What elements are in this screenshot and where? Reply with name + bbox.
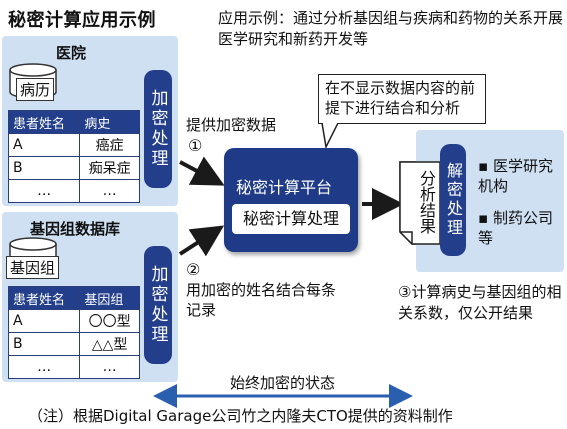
step3-label: ③计算病史与基因组的相关系数，仅公开结果 <box>398 283 562 322</box>
analysis-result-label: 分析结果 <box>417 170 436 234</box>
encrypted-state-label: 始终加密的状态 <box>230 374 336 392</box>
table-cell: … <box>7 355 81 379</box>
genome-label: 基因组 <box>6 256 60 279</box>
callout-box: 在不显示数据内容的前提下进行结合和分析 <box>318 74 486 124</box>
table-row: A 〇〇型 <box>7 309 140 333</box>
recipient-label: 制药公司等 <box>478 209 553 247</box>
arrow-to-platform <box>179 156 225 186</box>
step2-number: ② <box>186 260 201 279</box>
table-cell: 癌症 <box>79 133 140 157</box>
table-row: … … <box>7 355 140 379</box>
column-header: 患者姓名 <box>7 110 81 134</box>
genome-table: 患者姓名 基因组 A 〇〇型 B △△型 … … <box>7 286 140 379</box>
table-row: A 癌症 <box>7 133 140 157</box>
arrow-to-platform <box>178 225 225 257</box>
column-header: 患者姓名 <box>7 286 81 310</box>
table-row: B 痴呆症 <box>7 156 140 180</box>
table-cell: … <box>79 355 140 379</box>
table-cell: B <box>7 156 81 180</box>
bullet-icon: ▪ <box>478 157 493 175</box>
encryption-badge: 加密处理 <box>144 246 172 364</box>
table-cell: … <box>7 179 81 203</box>
recipient-item: ▪ 医学研究机构 <box>478 156 562 196</box>
decryption-badge: 解密处理 <box>440 144 466 256</box>
table-cell: △△型 <box>79 332 140 356</box>
recipient-item: ▪ 制药公司等 <box>478 208 562 248</box>
table-cell: 〇〇型 <box>79 309 140 333</box>
callout-pointer <box>321 123 339 149</box>
table-header-row: 患者姓名 病史 <box>7 110 140 134</box>
table-cell: … <box>79 179 140 203</box>
secure-computation-process: 秘密计算处理 <box>232 204 350 234</box>
bullet-icon: ▪ <box>478 209 493 227</box>
table-cell: A <box>7 309 81 333</box>
encryption-badge: 加密处理 <box>144 70 172 188</box>
hospital-title: 医院 <box>56 44 87 62</box>
secure-computation-platform <box>224 148 358 252</box>
recipient-label: 医学研究机构 <box>478 157 553 195</box>
source-note: （注）根据Digital Garage公司竹之内隆夫CTO提供的资料制作 <box>28 407 453 425</box>
application-description: 应用示例：通过分析基因组与疾病和药物的关系开展医学研究和新药开发等 <box>218 9 564 48</box>
medical-record-label: 病历 <box>16 78 55 101</box>
hospital-table: 患者姓名 病史 A 癌症 B 痴呆症 … … <box>7 110 140 203</box>
column-header: 病史 <box>79 110 140 134</box>
step1-number: ① <box>188 136 203 155</box>
page-title: 秘密计算应用示例 <box>8 10 156 31</box>
step1-label: 提供加密数据 <box>186 116 277 134</box>
platform-title: 秘密计算平台 <box>236 178 333 197</box>
genome-db-title: 基因组数据库 <box>30 220 121 238</box>
table-cell: 痴呆症 <box>79 156 140 180</box>
table-header-row: 患者姓名 基因组 <box>7 286 140 310</box>
step2-label: 用加密的姓名结合每条记录 <box>186 281 337 319</box>
table-row: … … <box>7 179 140 203</box>
document-icon <box>399 161 441 245</box>
